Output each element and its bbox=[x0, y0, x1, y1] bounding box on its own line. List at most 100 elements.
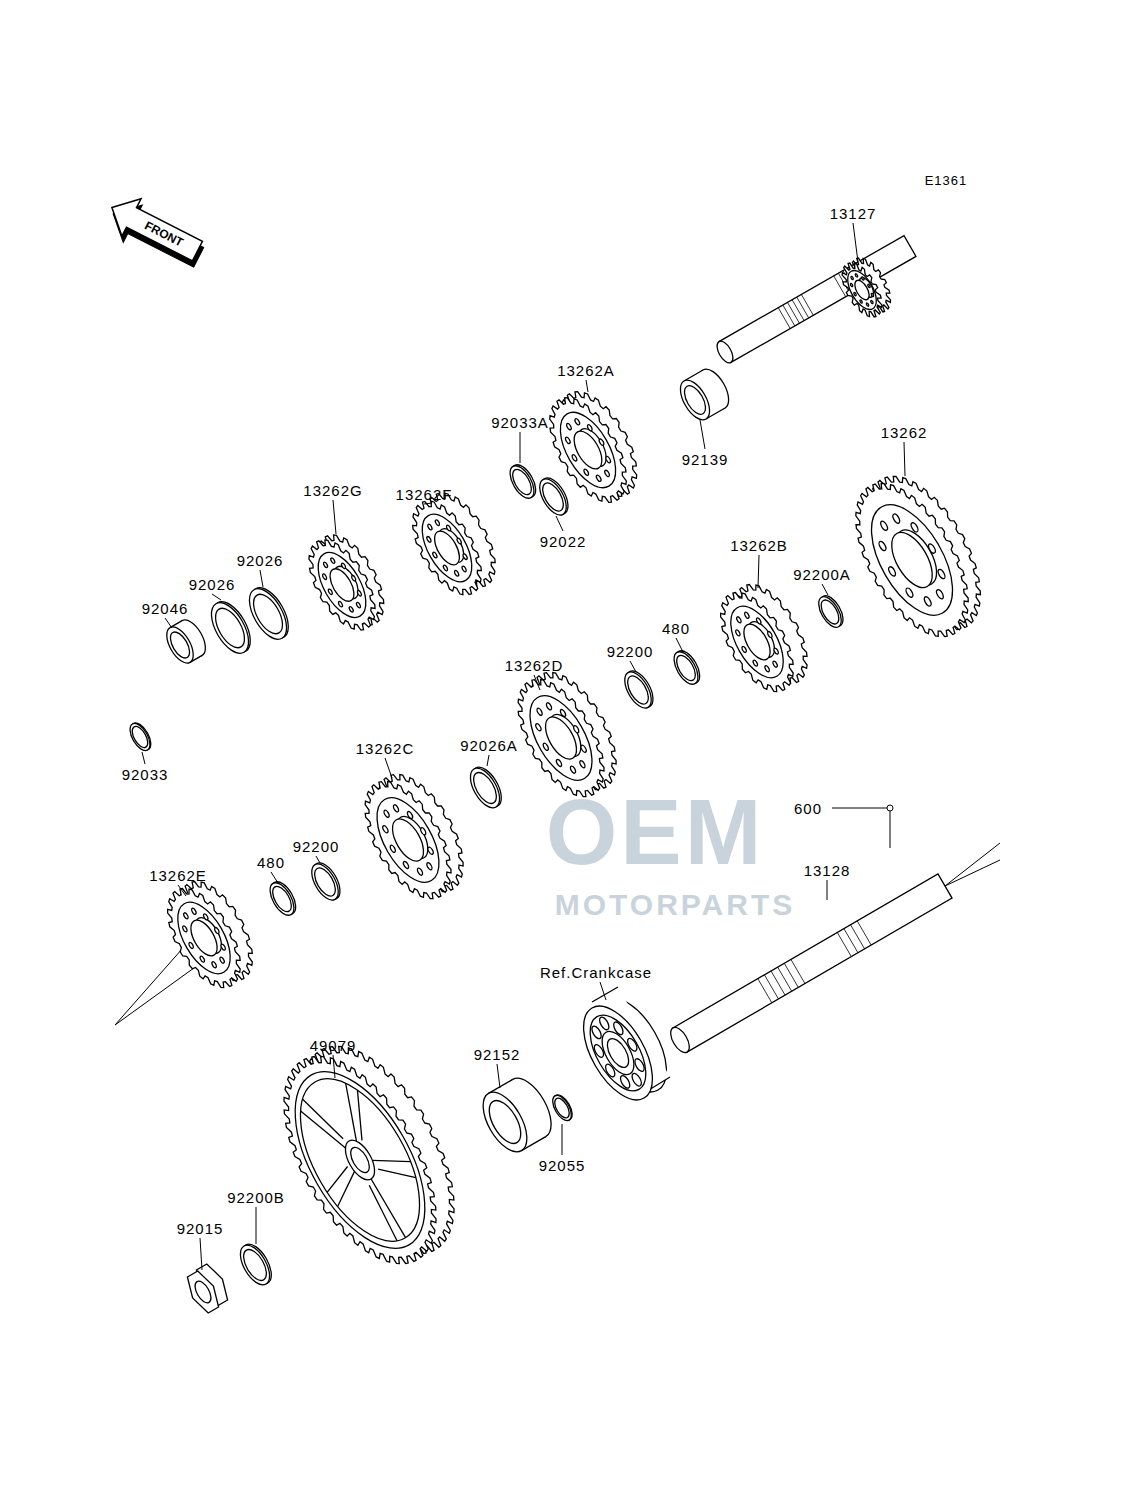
part-outline bbox=[673, 652, 699, 683]
o-ring bbox=[549, 1092, 576, 1124]
callout-number: 13262B bbox=[730, 538, 788, 553]
callout-number: 92026A bbox=[460, 738, 518, 753]
callout-number: 92015 bbox=[177, 1221, 224, 1236]
gear bbox=[534, 379, 653, 514]
dog-hole bbox=[605, 456, 611, 464]
part-outline bbox=[248, 590, 289, 639]
leader-line bbox=[700, 420, 705, 449]
lock-washer bbox=[234, 1239, 277, 1289]
dog-hole bbox=[870, 300, 873, 304]
ball-bearing bbox=[569, 987, 680, 1111]
gear-13127 bbox=[834, 252, 898, 324]
callout-number: 92033 bbox=[122, 767, 169, 782]
dog-hole bbox=[389, 844, 396, 853]
dog-hole bbox=[574, 418, 580, 426]
leader-line bbox=[271, 872, 278, 883]
callout-number: 13262D bbox=[505, 658, 564, 673]
callout-number: 13127 bbox=[830, 206, 877, 221]
spoke bbox=[301, 1101, 346, 1158]
gear-teeth bbox=[706, 581, 809, 704]
part-outline bbox=[619, 668, 656, 713]
dog-hole bbox=[559, 709, 566, 718]
part-outline bbox=[719, 236, 916, 363]
input-shaft bbox=[714, 236, 916, 366]
dog-hole bbox=[756, 617, 762, 624]
part-outline bbox=[623, 673, 652, 708]
leader-line bbox=[822, 584, 828, 595]
spoke bbox=[378, 1155, 416, 1192]
part-outline bbox=[550, 1092, 576, 1123]
dog-hole bbox=[426, 862, 433, 871]
dog-hole bbox=[764, 665, 770, 672]
gear-web bbox=[720, 598, 794, 686]
part-outline bbox=[579, 1006, 657, 1100]
part-outline bbox=[669, 648, 703, 688]
dog-hole bbox=[598, 438, 604, 446]
part-outline bbox=[126, 720, 154, 753]
dog-hole bbox=[357, 590, 363, 597]
leader-line bbox=[385, 758, 392, 778]
dog-hole bbox=[935, 589, 945, 600]
bushing-92139 bbox=[674, 364, 734, 424]
dog-hole bbox=[461, 565, 467, 572]
leader-line bbox=[630, 661, 636, 672]
leader-line bbox=[212, 594, 221, 600]
part-outline bbox=[714, 339, 736, 366]
callout-number: 13128 bbox=[804, 863, 851, 878]
gear-teeth bbox=[153, 877, 256, 1000]
dog-hole bbox=[566, 423, 572, 431]
dog-hole bbox=[211, 961, 217, 968]
dog-hole bbox=[850, 276, 853, 280]
spline bbox=[791, 959, 805, 983]
leader-line bbox=[260, 570, 263, 587]
gear-teeth bbox=[399, 490, 496, 606]
dog-hole bbox=[535, 723, 542, 732]
dog-hole bbox=[382, 825, 389, 834]
part-outline bbox=[674, 375, 715, 424]
dog-hole bbox=[402, 861, 409, 870]
dog-hole bbox=[443, 564, 449, 571]
dog-hole bbox=[188, 942, 194, 949]
spline bbox=[778, 967, 792, 991]
part-outline bbox=[538, 480, 567, 515]
dog-hole bbox=[583, 468, 589, 476]
part-outline bbox=[347, 1144, 373, 1175]
callout-number: 92200 bbox=[293, 839, 340, 854]
washer bbox=[464, 762, 507, 812]
part-outline bbox=[509, 466, 535, 497]
leader-line bbox=[600, 982, 606, 1000]
dog-hole bbox=[871, 293, 874, 297]
front-arrow bbox=[100, 189, 210, 276]
ball bbox=[590, 1025, 603, 1041]
spline bbox=[784, 963, 798, 987]
axis-line bbox=[115, 940, 190, 1025]
ball bbox=[626, 1037, 639, 1053]
dog-hole bbox=[356, 602, 362, 609]
leader-line bbox=[333, 500, 336, 534]
leader-line bbox=[316, 856, 320, 863]
dog-hole bbox=[454, 570, 460, 577]
callout-number: Ref.Crankcase bbox=[540, 965, 652, 980]
part-outline bbox=[818, 597, 843, 627]
spline bbox=[857, 921, 871, 945]
dog-hole bbox=[767, 631, 773, 638]
part-outline bbox=[192, 1279, 214, 1306]
needle-bearing bbox=[161, 616, 210, 668]
gear-hub bbox=[186, 916, 223, 960]
ball bbox=[598, 1016, 611, 1032]
dog-hole bbox=[322, 573, 328, 580]
gear-hub bbox=[386, 814, 430, 866]
dog-hole bbox=[427, 846, 434, 855]
leader-line bbox=[676, 638, 683, 652]
dog-hole bbox=[571, 454, 577, 462]
part-outline bbox=[474, 1085, 536, 1159]
watermark: OEM bbox=[546, 786, 765, 878]
callout-number: 92152 bbox=[474, 1047, 521, 1062]
ball bbox=[612, 1020, 625, 1036]
gear-teeth bbox=[534, 385, 642, 514]
gear-hub bbox=[852, 278, 872, 302]
dog-hole bbox=[923, 596, 933, 607]
washer bbox=[204, 596, 258, 659]
leader-line bbox=[200, 1238, 202, 1270]
gear-back bbox=[165, 870, 268, 993]
